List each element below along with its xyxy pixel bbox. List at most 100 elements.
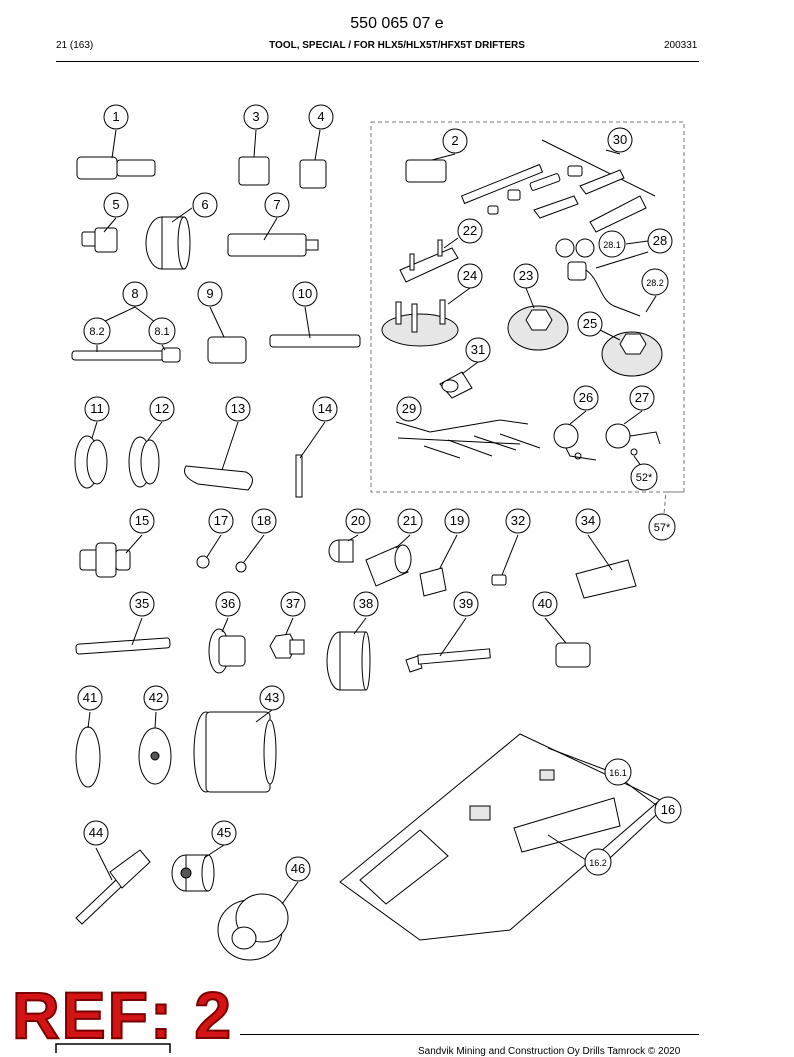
callout-label: 7	[273, 197, 280, 212]
part-34-drawing	[575, 534, 637, 599]
page-title: TOOL, SPECIAL / FOR HLX5/HLX5T/HFX5T DRI…	[269, 40, 525, 51]
callout-label: 21	[403, 513, 417, 528]
callout-label: 5	[112, 197, 119, 212]
callout-circle	[598, 230, 626, 258]
callout-22: 22	[457, 218, 483, 244]
part-37-drawing	[269, 617, 305, 659]
callout-label: 16.1	[609, 768, 627, 778]
callout-5: 5	[103, 192, 129, 218]
kit-part-22-drawing	[399, 237, 459, 283]
callout-circle	[143, 685, 169, 711]
part-45-drawing	[171, 844, 225, 892]
callout-31: 31	[465, 337, 491, 363]
part-4-drawing	[299, 129, 327, 189]
callout-circle	[604, 758, 632, 786]
callout-circle	[465, 337, 491, 363]
callout-label: 42	[149, 690, 163, 705]
callout-label: 25	[583, 316, 597, 331]
callout-label: 37	[286, 596, 300, 611]
callout-label: 32	[511, 513, 525, 528]
part-36-drawing	[208, 617, 246, 674]
kit-57-leader	[663, 491, 684, 515]
callout-20: 20	[345, 508, 371, 534]
callout-label: 2	[451, 133, 458, 148]
callout-label: 44	[89, 825, 103, 840]
kit-part-23-drawing	[507, 287, 569, 351]
callout-27: 27	[629, 385, 655, 411]
part-42-drawing	[138, 711, 172, 785]
callout-label: 22	[463, 223, 477, 238]
part-7-drawing	[227, 217, 319, 257]
kit-part-30-drawing	[460, 139, 656, 233]
callout-circle	[103, 192, 129, 218]
part-3-drawing	[238, 129, 270, 186]
callout-16-1: 16.1	[604, 758, 632, 786]
callout-circle	[292, 281, 318, 307]
callout-44: 44	[83, 820, 109, 846]
callout-41: 41	[77, 685, 103, 711]
callout-label: 6	[201, 197, 208, 212]
callout-11: 11	[84, 396, 110, 422]
callout-circle	[149, 396, 175, 422]
callout-circle	[285, 856, 311, 882]
callout-1: 1	[103, 104, 129, 130]
header-rule	[56, 61, 699, 62]
callout-23: 23	[513, 263, 539, 289]
callout-circle	[573, 385, 599, 411]
callout-36: 36	[215, 591, 241, 617]
callout-circle	[312, 396, 338, 422]
part-38-drawing	[326, 617, 371, 691]
callout-9: 9	[197, 281, 223, 307]
callout-4: 4	[308, 104, 334, 130]
callout-label: 13	[231, 401, 245, 416]
part-8-drawing	[71, 306, 181, 363]
callout-circle	[308, 104, 334, 130]
callout-7: 7	[264, 192, 290, 218]
callout-32: 32	[505, 508, 531, 534]
part-41-drawing	[75, 711, 101, 788]
callout-circle	[457, 263, 483, 289]
callout-25: 25	[577, 311, 603, 337]
callout-42: 42	[143, 685, 169, 711]
part-15-drawing	[79, 534, 143, 578]
callout-46: 46	[285, 856, 311, 882]
callout-38: 38	[353, 591, 379, 617]
callout-35: 35	[129, 591, 155, 617]
callout-8-1: 8.1	[148, 317, 176, 345]
callout-circle	[345, 508, 371, 534]
part-5-drawing	[81, 217, 118, 253]
part-16-drawing	[339, 733, 661, 941]
part-9-drawing	[207, 306, 247, 364]
kit-part-24-drawing	[381, 287, 471, 347]
callout-40: 40	[532, 591, 558, 617]
callout-52: 52*	[630, 463, 658, 491]
callout-label: 4	[317, 109, 324, 124]
callout-label: 43	[265, 690, 279, 705]
callout-28-1: 28.1	[598, 230, 626, 258]
callout-label: 24	[463, 268, 477, 283]
callout-10: 10	[292, 281, 318, 307]
callout-circle	[353, 591, 379, 617]
callout-3: 3	[243, 104, 269, 130]
kit-part-26-drawing	[553, 410, 597, 461]
callout-circle	[77, 685, 103, 711]
kit-part-31-drawing	[439, 361, 479, 399]
callout-label: 52*	[636, 472, 653, 484]
callout-label: 1	[112, 109, 119, 124]
callout-26: 26	[573, 385, 599, 411]
callout-circle	[607, 127, 633, 153]
callout-label: 10	[298, 286, 312, 301]
callout-label: 29	[402, 401, 416, 416]
callout-16: 16	[654, 796, 682, 824]
callout-circle	[211, 820, 237, 846]
footer-logo-frame	[55, 1043, 171, 1053]
callout-label: 9	[206, 286, 213, 301]
callout-circle	[444, 508, 470, 534]
part-10-drawing	[269, 306, 361, 348]
callout-label: 20	[351, 513, 365, 528]
callout-43: 43	[259, 685, 285, 711]
part-46-drawing	[217, 881, 299, 961]
callout-circle	[457, 218, 483, 244]
callout-18: 18	[251, 508, 277, 534]
callout-label: 12	[155, 401, 169, 416]
